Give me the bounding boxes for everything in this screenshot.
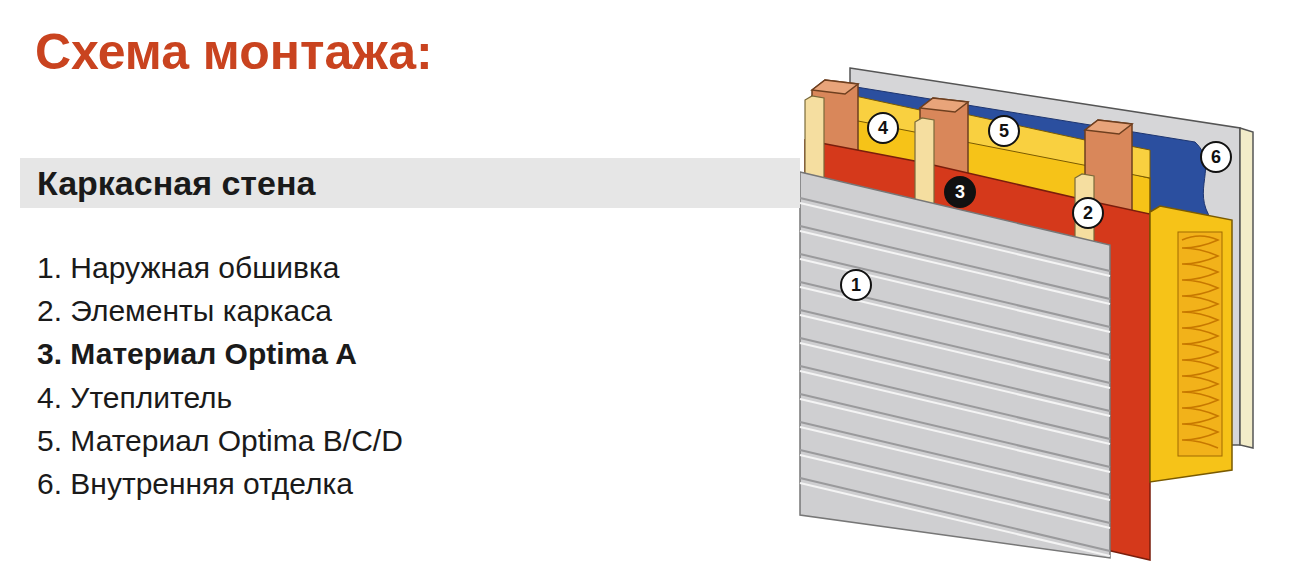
circle-shape (1073, 198, 1103, 228)
list-item: 5. Материал Optima B/C/D (37, 423, 403, 459)
circle-shape (868, 113, 898, 143)
callout-circle: 6 (1200, 141, 1232, 173)
insulation-end (1150, 206, 1232, 482)
callout-circle: 2 (1072, 197, 1104, 229)
circle-shape (841, 270, 871, 300)
callout-circle: 5 (988, 115, 1020, 147)
callout-circle: 4 (867, 112, 899, 144)
callout-circle: 3 (944, 176, 976, 208)
circle-shape (989, 116, 1019, 146)
list-item: 3. Материал Optima A (37, 336, 357, 372)
board-edge (1240, 128, 1253, 448)
circle-shape (945, 177, 975, 207)
section-heading: Каркасная стена (20, 164, 315, 203)
callout-number: 6 (1211, 147, 1221, 167)
callout-circle: 1 (840, 269, 872, 301)
callout-number: 3 (955, 182, 965, 202)
list-item: 2. Элементы каркаса (37, 293, 332, 329)
list-item: 1. Наружная обшивка (37, 250, 339, 286)
callout-number: 2 (1083, 203, 1093, 223)
callout-number: 4 (878, 118, 888, 138)
callout-number: 1 (851, 275, 861, 295)
outer-cladding (800, 172, 1110, 558)
list-item: 4. Утеплитель (37, 380, 232, 416)
page-title: Схема монтажа: (35, 22, 433, 82)
list-item: 6. Внутренняя отделка (37, 466, 353, 502)
callout-number: 5 (999, 121, 1009, 141)
circle-shape (1201, 142, 1231, 172)
heading-band: Каркасная стена (20, 158, 800, 208)
